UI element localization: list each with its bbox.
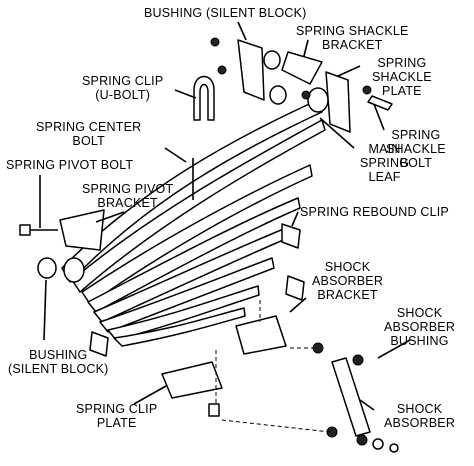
label-spring-rebound-clip: SPRING REBOUND CLIP [300, 205, 449, 219]
label-shock-absorber-bushing: SHOCK ABSORBER BUSHING [384, 306, 456, 348]
label-main-spring-leaf: MAIN SPRING LEAF [360, 142, 410, 184]
label-spring-pivot-bracket: SPRING PIVOT BRACKET [82, 182, 174, 210]
label-spring-shackle-bolt: SPRING SHACKLE BOLT [386, 128, 446, 170]
label-spring-clip-plate: SPRING CLIP PLATE [76, 402, 158, 430]
label-spring-shackle-plate: SPRING SHACKLE PLATE [372, 56, 432, 98]
u-bolt [193, 75, 215, 121]
label-spring-clip-ubolt: SPRING CLIP (U-BOLT) [82, 74, 164, 102]
spring-clip-plate-part [161, 361, 223, 399]
label-shock-absorber-bracket: SHOCK ABSORBER BRACKET [312, 260, 384, 302]
label-shock-absorber: SHOCK ABSORBER [384, 402, 456, 430]
label-bushing-bottom: BUSHING (SILENT BLOCK) [8, 348, 109, 376]
label-spring-shackle-bracket: SPRING SHACKLE BRACKET [296, 24, 409, 52]
bottom-bushing-part [37, 257, 57, 279]
label-bushing-top: BUSHING (SILENT BLOCK) [144, 6, 307, 20]
leader-lines [39, 21, 411, 411]
shock-bracket-part [235, 315, 287, 355]
pivot-bracket-part [59, 209, 105, 251]
shock-absorber-part [312, 342, 399, 453]
assembly-lines [215, 300, 331, 433]
label-spring-center-bolt: SPRING CENTER BOLT [36, 120, 142, 148]
rebound-clips [89, 223, 305, 357]
pivot-bolt [19, 224, 58, 236]
label-spring-pivot-bolt: SPRING PIVOT BOLT [6, 158, 134, 172]
bushing-top-parts [217, 50, 311, 105]
clip-nut [208, 403, 220, 417]
leaf-spring-pack [61, 87, 329, 347]
shackle-parts [210, 37, 393, 133]
